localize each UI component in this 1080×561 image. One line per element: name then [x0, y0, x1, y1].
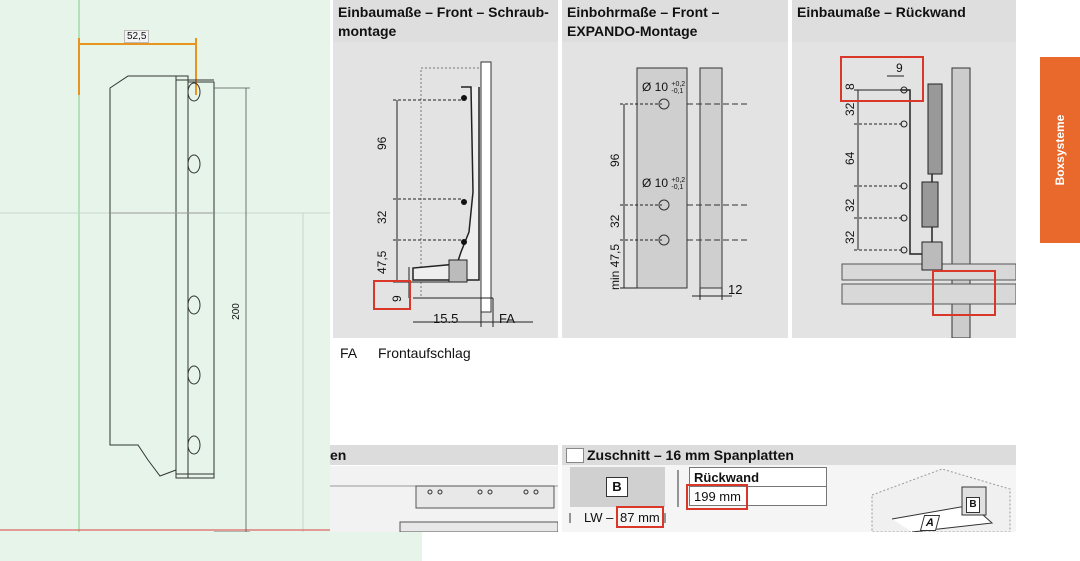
panel-3-title: Einbaumaße – Rückwand: [797, 4, 966, 20]
panel-2-title-line-2: EXPANDO-Montage: [567, 23, 698, 39]
panel-2-title-line-1: Einbohrmaße – Front –: [567, 4, 720, 20]
panel-1-title-line-1: Einbaumaße – Front – Schraub-: [338, 4, 549, 20]
highlight-box-dim-9: [373, 280, 411, 310]
highlight-box-lw-value: [616, 506, 664, 528]
panel-1-dim-96: 96: [375, 136, 389, 150]
cutting-section-title: Zuschnitt – 16 mm Spanplatten: [587, 447, 794, 463]
panel-back-panel-mounting: Einbaumaße – Rückwand 9 8 32 64 32 32: [792, 0, 1016, 338]
tolerance-plus: +0,2: [671, 176, 686, 184]
bottom-left-header-fragment: en: [330, 447, 347, 463]
panel-1-dim-32: 32: [375, 210, 389, 224]
drawer-3d-view: A B: [832, 465, 1016, 533]
panel-2-dim-96: 96: [608, 153, 622, 167]
panel-1-title-line-2: montage: [338, 23, 397, 39]
panel-3-dim-32-a: 32: [843, 102, 857, 116]
panel-front-expando-mounting: Einbohrmaße – Front – EXPANDO-Montage 96…: [562, 0, 788, 338]
cad-drawing: [0, 0, 330, 533]
part-b-3d-label: B: [966, 497, 980, 513]
panel-3-dim-32-c: 32: [843, 230, 857, 244]
panel-3-dim-32-b: 32: [843, 198, 857, 212]
hole-diameter: Ø 10: [642, 176, 669, 190]
panel-2-drawing: 96 32 min 47,5 12: [608, 67, 747, 300]
panel-1-dim-fa: FA: [499, 311, 515, 326]
side-tab-boxsysteme[interactable]: Boxsysteme: [1040, 57, 1080, 243]
panel-1-drawing: 96 32 47,5 9 15.5 FA: [375, 61, 533, 327]
highlight-box-back-panel-bottom: [932, 270, 996, 316]
cad-side-dimension-label: 200: [230, 303, 242, 320]
cutting-section-body: B LW – 87 mm Rückwand 199 mm A B: [562, 465, 1016, 533]
cad-canvas-bottom[interactable]: [0, 532, 422, 561]
bottom-left-drawing: [330, 466, 559, 533]
panel-3-dim-9: 9: [896, 61, 903, 75]
lw-value: 87 mm: [620, 510, 660, 525]
panel-2-dim-32: 32: [608, 214, 622, 228]
highlight-box-dim-9-8: [840, 56, 924, 102]
legend-text: Frontaufschlag: [378, 345, 471, 361]
panel-front-screw-mounting: Einbaumaße – Front – Schraub- montage 96…: [333, 0, 558, 338]
tolerance-plus: +0,2: [671, 80, 686, 88]
highlight-box-table-value: [686, 484, 748, 510]
panel-2-hole-label-1: Ø 10 +0,2 -0,1: [642, 80, 685, 95]
part-b-label: B: [606, 477, 628, 497]
panel-2-dim-min-47-5: min 47,5: [608, 244, 622, 290]
panel-1-dim-15-5: 15.5: [433, 311, 458, 326]
tolerance-minus: -0,1: [671, 87, 684, 95]
panel-3-dim-8: 8: [843, 83, 857, 90]
cutting-section-icon: [566, 448, 584, 463]
lw-label: LW –: [584, 510, 614, 525]
panel-2-hole-label-2: Ø 10 +0,2 -0,1: [642, 176, 685, 191]
hole-diameter: Ø 10: [642, 80, 669, 94]
tolerance-minus: -0,1: [671, 183, 684, 191]
cad-top-dimension-label: 52,5: [124, 30, 150, 43]
table-value-rueckwand: 199 mm: [689, 486, 827, 506]
panel-1-dim-47-5: 47,5: [375, 250, 389, 274]
panel-1-dim-9: 9: [390, 295, 404, 302]
bottom-left-section-header: en: [330, 445, 558, 465]
cad-canvas[interactable]: 52,5 200: [0, 0, 330, 533]
panel-3-dim-64: 64: [843, 151, 857, 165]
cutting-section-header: Zuschnitt – 16 mm Spanplatten: [562, 445, 1016, 465]
cutting-dim-lines: [569, 470, 679, 523]
legend-abbreviation: FA: [340, 345, 358, 361]
side-tab-label: Boxsysteme: [1053, 114, 1067, 186]
panel-2-dim-12: 12: [728, 282, 742, 297]
